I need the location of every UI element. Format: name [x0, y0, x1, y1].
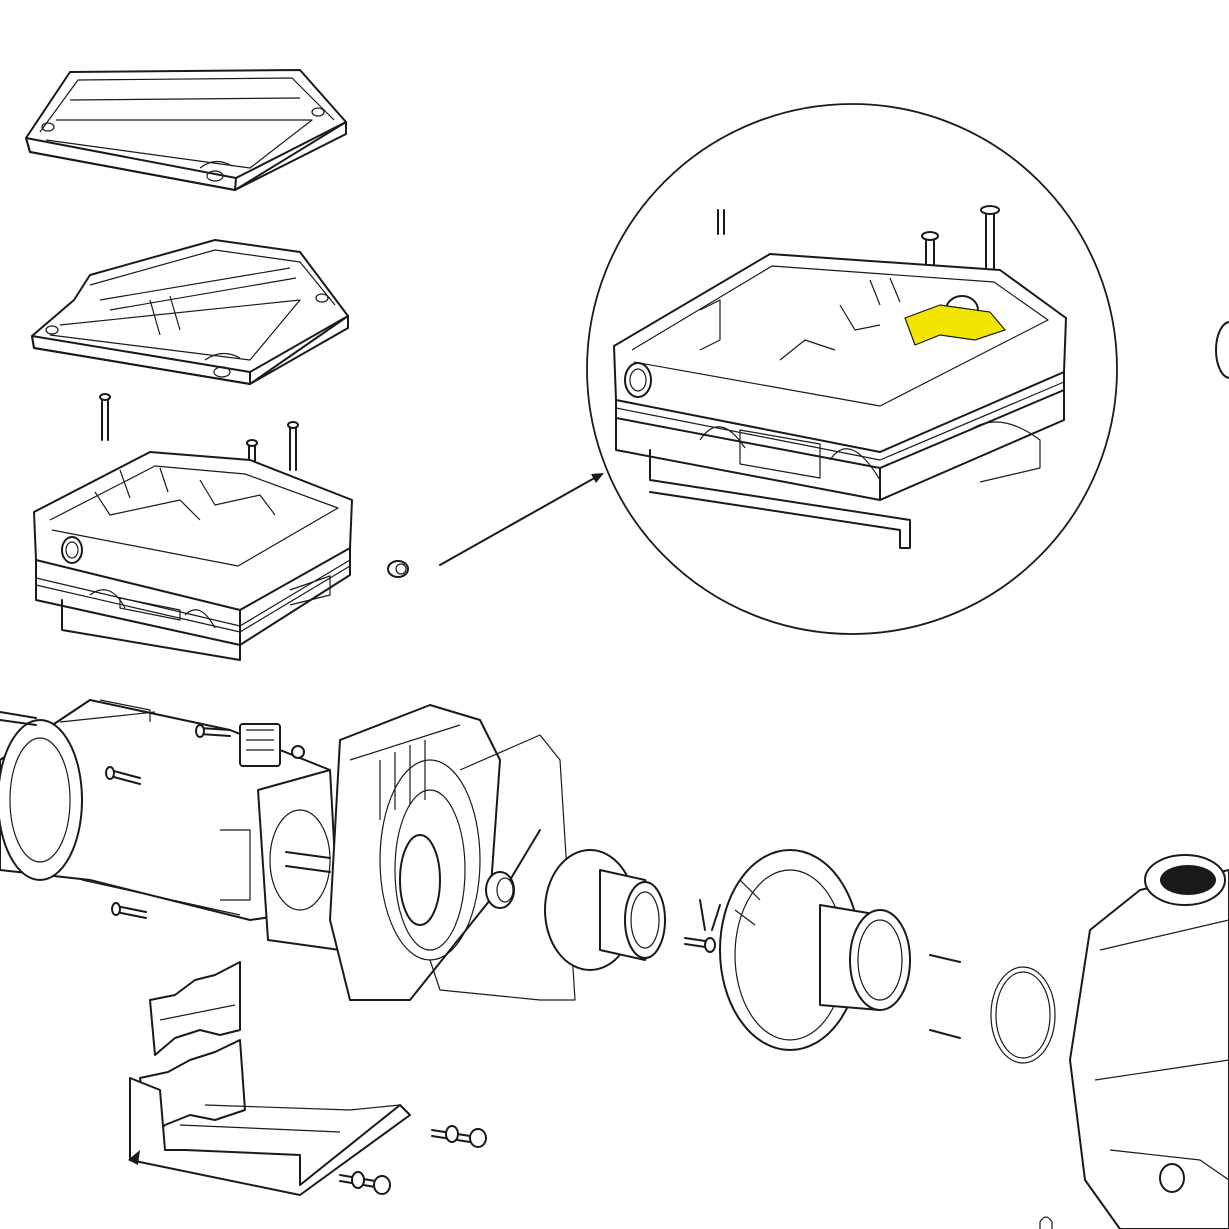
top-cover[interactable] [25, 69, 347, 191]
terminal-box[interactable] [33, 451, 353, 661]
o-ring-gasket[interactable] [429, 734, 576, 1001]
diffuser[interactable] [719, 849, 911, 1051]
plug[interactable] [387, 560, 409, 578]
motor-bracket[interactable] [257, 769, 341, 951]
pump-housing[interactable] [1069, 321, 1229, 1229]
terminal-box-zoom [586, 103, 1118, 635]
inner-cover[interactable] [31, 239, 349, 385]
seal-plate[interactable] [329, 704, 501, 1001]
impeller[interactable] [544, 849, 666, 971]
motor-supports[interactable] [139, 961, 246, 1141]
housing-o-ring[interactable] [990, 966, 1056, 1064]
base[interactable] [128, 1077, 411, 1196]
bolts-and-nuts[interactable] [339, 1125, 1053, 1229]
yellow-terminal-component[interactable] [904, 304, 1007, 346]
shaft-seal[interactable] [485, 829, 541, 909]
pins[interactable] [929, 954, 961, 1039]
callout-arrow [439, 473, 604, 566]
impeller-screw[interactable] [684, 899, 721, 953]
